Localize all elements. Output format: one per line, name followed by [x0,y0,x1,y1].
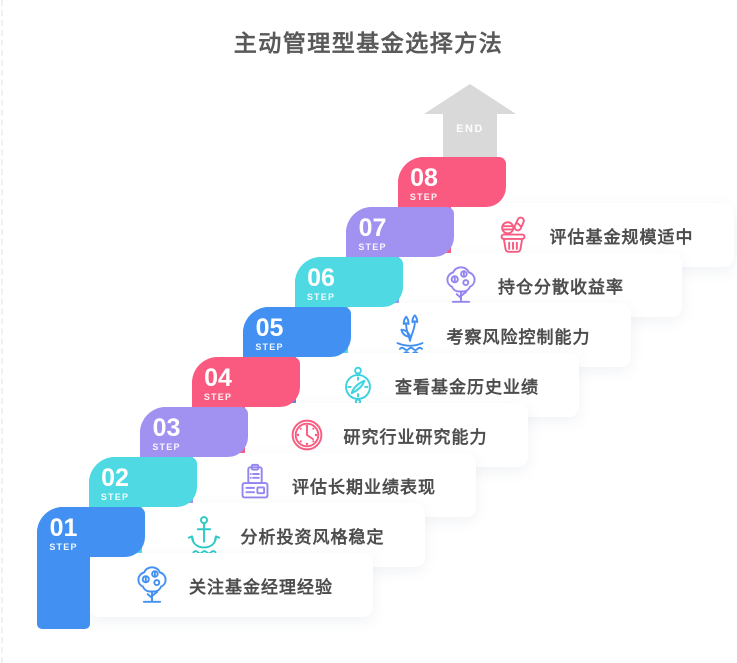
step-label: 评估基金规模适中 [549,227,694,247]
step-card-wing [37,507,145,557]
step-number: 08 [410,164,438,192]
step-number-block: 03 STEP [140,415,193,452]
end-arrow: END [424,84,516,176]
arrow-head-icon [424,84,516,114]
step-panel: 关注基金经理经验 [89,553,373,617]
step-label: 持仓分散收益率 [498,277,624,297]
step-number-block: 01 STEP [37,515,90,552]
step-number-block: 08 STEP [398,165,451,202]
step-card-wing [140,407,248,457]
step-number: 04 [204,364,232,392]
basket-icon [490,212,536,258]
step-number-block: 02 STEP [89,465,142,502]
printer-icon [232,462,278,508]
step-label: 考察风险控制能力 [446,327,591,347]
step-number: 03 [152,414,181,442]
step-card-wing [88,457,197,507]
money-tree-icon [438,262,484,308]
money-tree-icon [129,562,175,608]
page-title: 主动管理型基金选择方法 [233,30,504,56]
step-word: STEP [49,542,78,552]
step-number: 05 [255,314,284,342]
step-number-block: 04 STEP [192,365,245,402]
step-card-wing [397,157,506,207]
compass-icon [335,362,381,408]
step-word: STEP [203,392,233,402]
step-label: 查看基金历史业绩 [395,377,539,397]
step-number: 01 [49,514,78,542]
left-dashed-border [1,0,3,663]
step-label: 评估长期业绩表现 [292,477,436,497]
step-card-wing [243,307,351,357]
step-label: 关注基金经理经验 [189,577,333,597]
step-card-wing [294,257,403,307]
plant-icon [387,312,433,358]
step-number: 07 [358,214,387,242]
step-number: 02 [101,464,129,492]
step-word: STEP [358,242,387,252]
step-number-block: 05 STEP [243,315,296,352]
clock-icon [284,412,330,458]
step-word: STEP [255,342,284,352]
step-label: 研究行业研究能力 [343,427,488,447]
step-word: STEP [152,442,181,452]
end-label: END [456,123,484,135]
step-card-wing [191,357,300,407]
step-number-block: 07 STEP [346,215,399,252]
step-word: STEP [409,192,439,202]
step-label: 分析投资风格稳定 [240,527,385,547]
step-word: STEP [306,292,336,302]
anchor-icon [181,512,227,558]
step-number-block: 06 STEP [295,265,348,302]
step-card-wing [346,207,454,257]
step-word: STEP [100,492,130,502]
step-number: 06 [307,264,335,292]
